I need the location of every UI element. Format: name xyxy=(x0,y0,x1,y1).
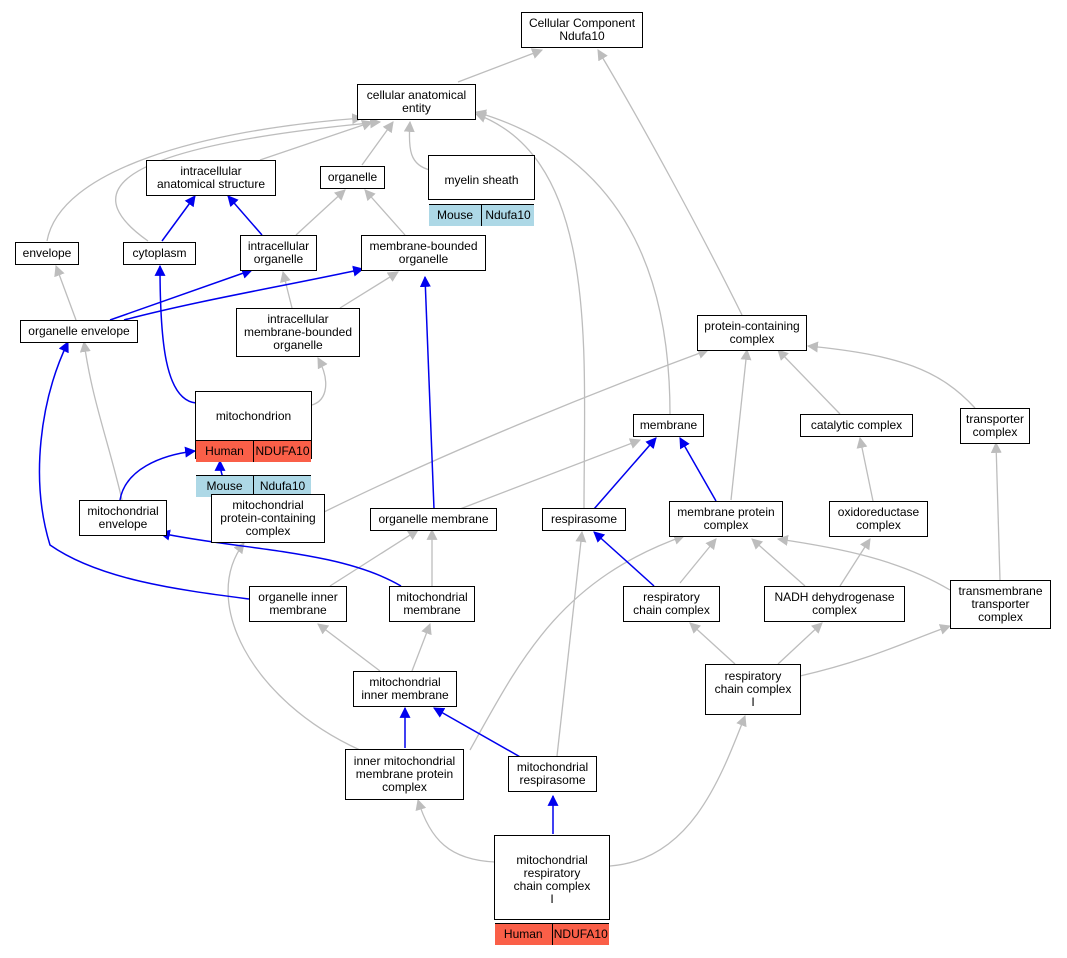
edge-imbo-mbo xyxy=(339,271,399,309)
edge-impc-mpc xyxy=(469,534,686,751)
edge-mito-cytoplasm xyxy=(154,264,197,404)
gene-cell: NDUFA10 xyxy=(253,441,311,462)
node-mitochondrial-respiratory-chain-complex-i[interactable]: mitochondrial respiratory chain complex … xyxy=(494,835,610,945)
edge-mim-mm xyxy=(411,622,432,672)
edge-pcc-root xyxy=(597,49,743,316)
node-organelle-inner-membrane[interactable]: organelle inner membrane xyxy=(249,586,347,622)
edge-nadh-oxc xyxy=(839,538,871,587)
edge-ias-cae xyxy=(259,119,374,161)
species-cell: Human xyxy=(196,441,253,462)
edge-io-organelle xyxy=(295,189,346,236)
edge-rcc-mpc xyxy=(679,538,717,584)
edge-nadh-mpc xyxy=(751,538,806,587)
node-respirasome[interactable]: respirasome xyxy=(542,508,626,531)
species-cell: Mouse xyxy=(429,205,481,226)
edge-om-membrane xyxy=(459,438,642,510)
node-intracellular-membrane-bounded-organelle[interactable]: intracellular membrane-bounded organelle xyxy=(236,308,360,357)
edge-oim-oe xyxy=(38,341,250,600)
edge-me-oe xyxy=(79,340,123,501)
edge-imbo-io xyxy=(280,270,293,309)
node-organelle-membrane[interactable]: organelle membrane xyxy=(370,508,497,531)
edge-mbo-organelle xyxy=(364,189,406,236)
edge-mito-imbo xyxy=(311,357,328,406)
gene-cell: NDUFA10 xyxy=(551,924,609,945)
node-transporter-complex[interactable]: transporter complex xyxy=(960,408,1030,444)
edge-membrane-cae xyxy=(474,109,671,415)
edge-rcc1-ttc xyxy=(799,624,952,677)
node-nadh-dehydrogenase-complex[interactable]: NADH dehydrogenase complex xyxy=(764,586,905,622)
node-membrane[interactable]: membrane xyxy=(633,414,704,437)
edge-transp-pcc xyxy=(806,341,976,409)
edge-resp-membrane xyxy=(593,437,657,510)
edge-oe-io xyxy=(109,268,254,321)
edge-rcc1-rcc xyxy=(689,622,736,665)
node-label: mitochondrion xyxy=(215,408,292,423)
node-envelope[interactable]: envelope xyxy=(15,242,79,265)
node-mitochondrial-inner-membrane[interactable]: mitochondrial inner membrane xyxy=(353,671,457,707)
edge-mim-oim xyxy=(317,623,381,672)
node-organelle-envelope[interactable]: organelle envelope xyxy=(20,320,138,343)
edge-om-mbo xyxy=(419,275,435,510)
edge-ttc-mpc xyxy=(776,534,951,591)
node-respiratory-chain-complex-i[interactable]: respiratory chain complex I xyxy=(705,664,801,715)
node-intracellular-organelle[interactable]: intracellular organelle xyxy=(240,235,317,271)
edge-mrcc1-rcc1 xyxy=(609,714,747,867)
edge-mpc-membrane xyxy=(679,437,717,502)
species-cell: Mouse xyxy=(196,476,253,497)
node-mitochondrial-respirasome[interactable]: mitochondrial respirasome xyxy=(508,756,597,792)
edge-ttc-transp xyxy=(990,441,1002,581)
edge-mm-me xyxy=(158,529,402,587)
node-organelle[interactable]: organelle xyxy=(320,166,385,189)
edge-cytoplasm-cae xyxy=(115,117,382,242)
edge-impc-mpcc xyxy=(227,542,361,751)
node-cytoplasm[interactable]: cytoplasm xyxy=(123,242,196,265)
node-oxidoreductase-complex[interactable]: oxidoreductase complex xyxy=(829,501,928,537)
node-mitochondrion[interactable]: mitochondrion Human NDUFA10 Mouse Ndufa1… xyxy=(195,391,312,497)
node-myelin-sheath[interactable]: myelin sheath Mouse Ndufa10 xyxy=(428,155,535,226)
node-membrane-bounded-organelle[interactable]: membrane-bounded organelle xyxy=(361,235,486,271)
node-mitochondrial-protein-containing-complex[interactable]: mitochondrial protein-containing complex xyxy=(211,494,325,543)
edge-oe-mbo xyxy=(123,265,365,321)
edge-mresp-resp xyxy=(556,530,587,757)
node-catalytic-complex[interactable]: catalytic complex xyxy=(800,414,913,437)
node-mitochondrial-membrane[interactable]: mitochondrial membrane xyxy=(389,586,475,622)
edge-oe-envelope xyxy=(54,264,77,321)
edge-oim-om xyxy=(329,529,419,587)
edge-resp-cae xyxy=(474,112,586,510)
node-transmembrane-transporter-complex[interactable]: transmembrane transporter complex xyxy=(950,580,1051,629)
edge-layer xyxy=(38,48,1002,867)
edge-oxc-cat xyxy=(856,436,874,502)
edge-mrcc1-impc xyxy=(415,798,496,863)
edge-mpc-pcc xyxy=(730,348,752,501)
edge-mpcc-pcc xyxy=(323,348,710,513)
node-label: mitochondrial respiratory chain complex … xyxy=(513,852,591,906)
node-protein-containing-complex[interactable]: protein-containing complex xyxy=(697,315,807,351)
node-label: myelin sheath xyxy=(444,172,519,187)
node-intracellular-anatomical-structure[interactable]: intracellular anatomical structure xyxy=(146,160,276,196)
node-inner-mitochondrial-membrane-protein-complex[interactable]: inner mitochondrial membrane protein com… xyxy=(345,749,464,800)
edge-io-ias xyxy=(227,195,263,236)
edge-mresp-mim xyxy=(433,707,523,759)
edge-envelope-cae xyxy=(46,113,364,242)
edge-myelin-cae xyxy=(403,120,431,171)
edge-cae-root xyxy=(457,48,544,83)
node-membrane-protein-complex[interactable]: membrane protein complex xyxy=(669,501,783,537)
edge-rcc-resp xyxy=(593,531,655,587)
node-cellular-component[interactable]: Cellular Component Ndufa10 xyxy=(521,12,643,48)
node-respiratory-chain-complex[interactable]: respiratory chain complex xyxy=(623,586,720,622)
edge-me-mito xyxy=(119,446,197,501)
node-mitochondrial-envelope[interactable]: mitochondrial envelope xyxy=(79,500,167,536)
species-cell: Human xyxy=(495,924,552,945)
edge-organelle-cae xyxy=(361,121,394,166)
node-cellular-anatomical-entity[interactable]: cellular anatomical entity xyxy=(357,84,476,120)
gene-cell: Ndufa10 xyxy=(253,476,311,497)
edge-rcc1-nadh xyxy=(777,622,823,665)
edge-cat-pcc xyxy=(777,349,841,415)
edge-cytoplasm-ias xyxy=(161,195,196,242)
gene-cell: Ndufa10 xyxy=(481,205,534,226)
